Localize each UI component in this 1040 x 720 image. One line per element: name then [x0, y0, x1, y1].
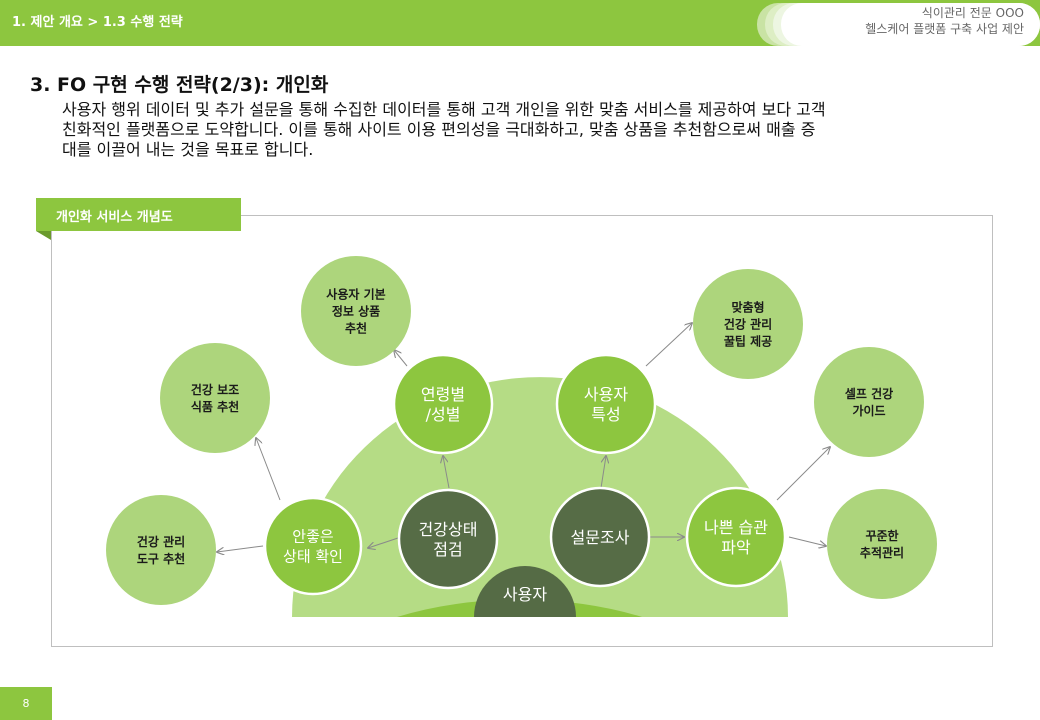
- connector-arrows: [217, 323, 830, 552]
- node-label-line: 사용자: [584, 385, 628, 404]
- diagram-tab: [36, 198, 241, 231]
- node-label-line: 상태 확인: [283, 547, 343, 565]
- node-user-traits: [555, 353, 657, 455]
- node-bad-status-check: [263, 496, 363, 596]
- node-label-line: 사용자 기본: [326, 286, 385, 301]
- node-basic-product: [301, 256, 411, 366]
- doc-title-line1: 식이관리 전문 OOO: [921, 6, 1024, 20]
- node-label-line: 도구 추천: [137, 551, 185, 566]
- description-line: 친화적인 플랫폼으로 도약합니다. 이를 통해 사이트 이용 편의성을 극대화하…: [62, 120, 816, 139]
- node-health-check: [397, 488, 499, 590]
- node-label-line: 꿀팁 제공: [724, 334, 772, 348]
- node-label-line: 식품 추천: [191, 399, 239, 414]
- page-description: 사용자 행위 데이터 및 추가 설문을 통해 수집한 데이터를 통해 고객 개인…: [62, 100, 1002, 160]
- node-label-line: 추적관리: [860, 545, 904, 560]
- node-label-line: 꾸준한: [865, 528, 898, 543]
- node-label-line: 건강 관리: [137, 534, 185, 549]
- node-label-line: 맞춤형: [731, 299, 764, 314]
- header-decoration: [755, 0, 1040, 46]
- node-age-gender: [392, 353, 494, 455]
- node-survey: [549, 486, 651, 588]
- breadcrumb: 1. 제안 개요 > 1.3 수행 전략: [12, 15, 183, 30]
- node-label-line: /성별: [426, 405, 461, 424]
- node-label-line: 점검: [433, 540, 462, 559]
- node-self-guide: [814, 347, 924, 457]
- label-age-gender: 연령별/성별: [421, 385, 465, 424]
- node-bad-habits: [685, 486, 787, 588]
- doc-title-line2: 헬스케어 플랫폼 구축 사업 제안: [865, 22, 1024, 36]
- node-label-line: 설문조사: [571, 528, 630, 547]
- page-number-box: [0, 687, 52, 720]
- node-health-tips: [693, 269, 803, 379]
- page-number: 8: [22, 697, 30, 710]
- label-survey: 설문조사: [571, 528, 630, 547]
- node-label-line: 셀프 건강: [845, 386, 893, 401]
- node-label-line: 특성: [591, 405, 620, 424]
- user-center-node: [474, 566, 576, 617]
- page-title: 3. FO 구현 수행 전략(2/3): 개인화: [30, 74, 329, 96]
- node-label-line: 건강 관리: [724, 316, 772, 331]
- diagram-tab-fold: [36, 231, 51, 240]
- node-label-line: 연령별: [421, 385, 465, 404]
- description-line: 대를 이끌어 내는 것을 목표로 합니다.: [62, 140, 314, 159]
- node-label-line: 건강 보조: [191, 382, 239, 397]
- node-label-line: 추천: [345, 320, 367, 335]
- description-line: 사용자 행위 데이터 및 추가 설문을 통해 수집한 데이터를 통해 고객 개인…: [62, 100, 826, 119]
- node-label-line: 안좋은: [292, 527, 333, 545]
- node-label-line: 가이드: [852, 403, 885, 418]
- node-label-line: 정보 상품: [332, 303, 380, 318]
- user-center-label: 사용자: [503, 585, 547, 604]
- node-label-line: 파악: [721, 538, 751, 557]
- diagram-tab-label: 개인화 서비스 개념도: [56, 210, 173, 225]
- node-tracking: [827, 489, 937, 599]
- node-supplement-recommend: [160, 343, 270, 453]
- node-tool-recommend: [106, 495, 216, 605]
- document-title-block: 식이관리 전문 OOO 헬스케어 플랫폼 구축 사업 제안: [755, 0, 1040, 46]
- node-label-line: 나쁜 습관: [704, 518, 768, 537]
- node-label-line: 건강상태: [419, 520, 478, 539]
